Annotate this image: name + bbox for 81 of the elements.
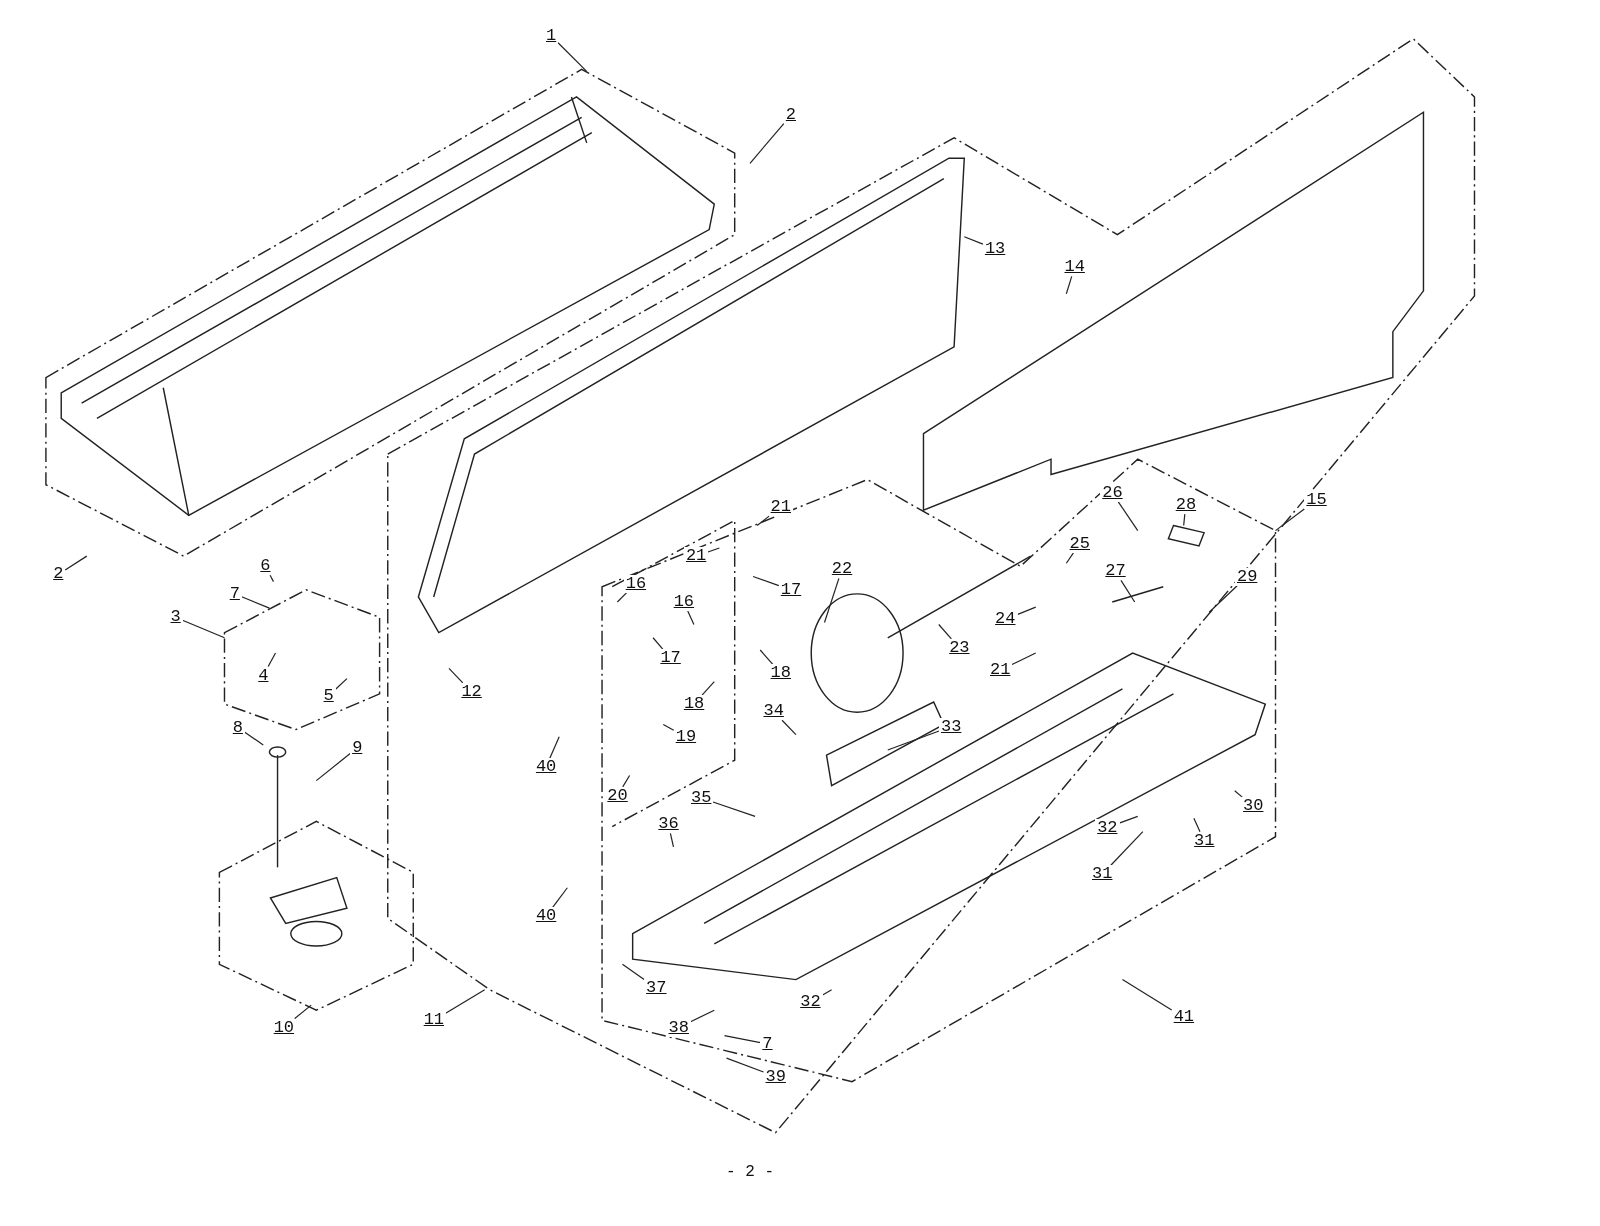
callout-number: 35 [689,788,714,807]
callout-number: 39 [763,1067,788,1086]
leader-line [622,774,631,788]
leader-line [334,677,348,690]
leader-line [1110,831,1144,867]
callout-number: 29 [1234,567,1260,586]
callout-number: 13 [982,239,1008,258]
page-number: - 2 - [726,1163,774,1182]
leader-line [662,723,675,731]
leader-line [1193,817,1201,833]
callout-number: 38 [666,1018,691,1037]
leader-line [712,801,756,817]
leader-line [552,887,568,908]
leader-line [759,649,774,666]
leader-line [723,1035,761,1044]
leader-line [887,730,940,751]
leader-line [1118,815,1139,824]
leader-line [707,547,720,553]
leader-line [1274,508,1305,532]
leader-line [1121,979,1173,1011]
leader-line [687,610,695,626]
leader-line [549,736,560,759]
callout-number: 25 [1067,534,1092,553]
callout-number: 21 [768,498,793,517]
leader-line [938,623,952,640]
leader-line [701,681,715,696]
leader-line [557,42,588,73]
leader-line [267,652,277,668]
callout-number: 16 [671,593,697,612]
leader-line [752,575,780,587]
leader-line [1065,275,1073,295]
leader-line [669,832,675,848]
callout-number: 1 [544,26,559,45]
leader-line [652,637,664,650]
leader-line [616,592,628,603]
leader-line [294,1004,312,1020]
leader-line [241,596,270,609]
leader-line [181,619,226,639]
leader-line [1120,579,1136,603]
leader-line [1183,513,1186,527]
callout-number: 37 [644,978,669,997]
leader-line [781,719,797,736]
callout-number: 32 [1095,818,1120,837]
callout-number: 12 [459,682,484,701]
leader-line [448,667,464,684]
callout-number: 26 [1100,483,1125,502]
leader-line [725,1057,765,1073]
callout-number: 15 [1304,491,1329,509]
leader-line [621,963,645,980]
leader-line [1208,584,1238,613]
callout-number: 19 [673,727,699,746]
callout-number: 4 [256,666,271,685]
leader-line [1016,606,1037,616]
callout-number: 7 [227,584,242,603]
leader-line [315,752,351,782]
callout-number: 23 [947,638,972,657]
callout-number: 9 [350,738,365,757]
leader-line [749,122,785,164]
callout-number: 31 [1192,831,1217,850]
leader-line [821,989,833,996]
leader-line [1117,501,1139,532]
callout-number: 7 [760,1034,775,1053]
callout-number: 20 [605,786,630,805]
leader-line [269,574,275,583]
leader-line [244,731,264,746]
leader-line [963,236,984,245]
callout-number: 8 [230,718,245,737]
leader-line [756,515,770,527]
leader-line [64,555,88,571]
callout-number: 17 [778,580,804,599]
leader-line [445,989,486,1014]
leader-line [1011,652,1037,666]
leader-line [823,577,840,624]
callout-number: 10 [271,1018,297,1037]
callout-number: 34 [761,702,786,721]
callout-number: 33 [939,717,964,736]
leader-line [1234,790,1243,798]
callout-number: 16 [623,574,649,593]
leader-line [1065,552,1075,564]
leader-line [689,1009,715,1023]
callout-number: 5 [321,686,336,705]
